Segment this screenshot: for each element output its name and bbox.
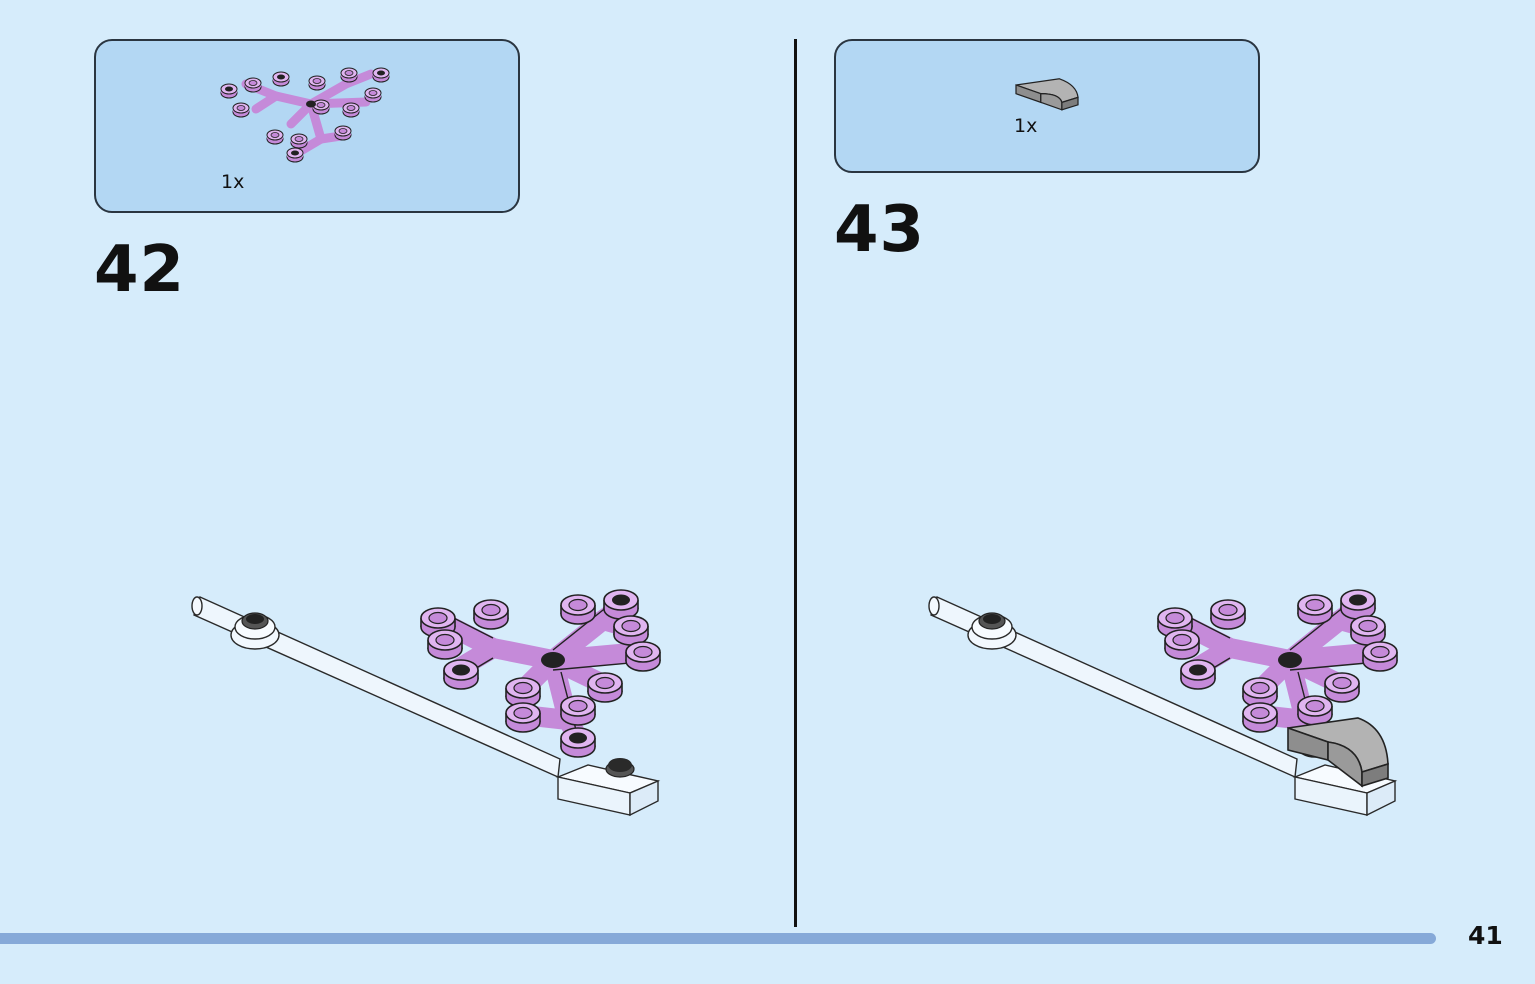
page-number: 41 [1468, 921, 1503, 950]
step-43-parts-callout: 1x [834, 39, 1260, 173]
step-42-part-quantity: 1x [221, 171, 245, 193]
step-43-assembly-illustration [928, 580, 1412, 816]
step-42-parts-callout: 1x [94, 39, 520, 213]
step-42-number: 42 [94, 233, 186, 307]
step-42-assembly-illustration [191, 580, 675, 816]
lilac-plant-leaves-icon [96, 41, 522, 215]
gray-curved-slope-icon [1015, 78, 1079, 111]
step-43-number: 43 [834, 193, 926, 267]
step-43-part-quantity: 1x [1014, 115, 1038, 137]
footer-bar [0, 933, 1436, 944]
step-divider [794, 39, 797, 927]
plate-stud [605, 758, 635, 778]
